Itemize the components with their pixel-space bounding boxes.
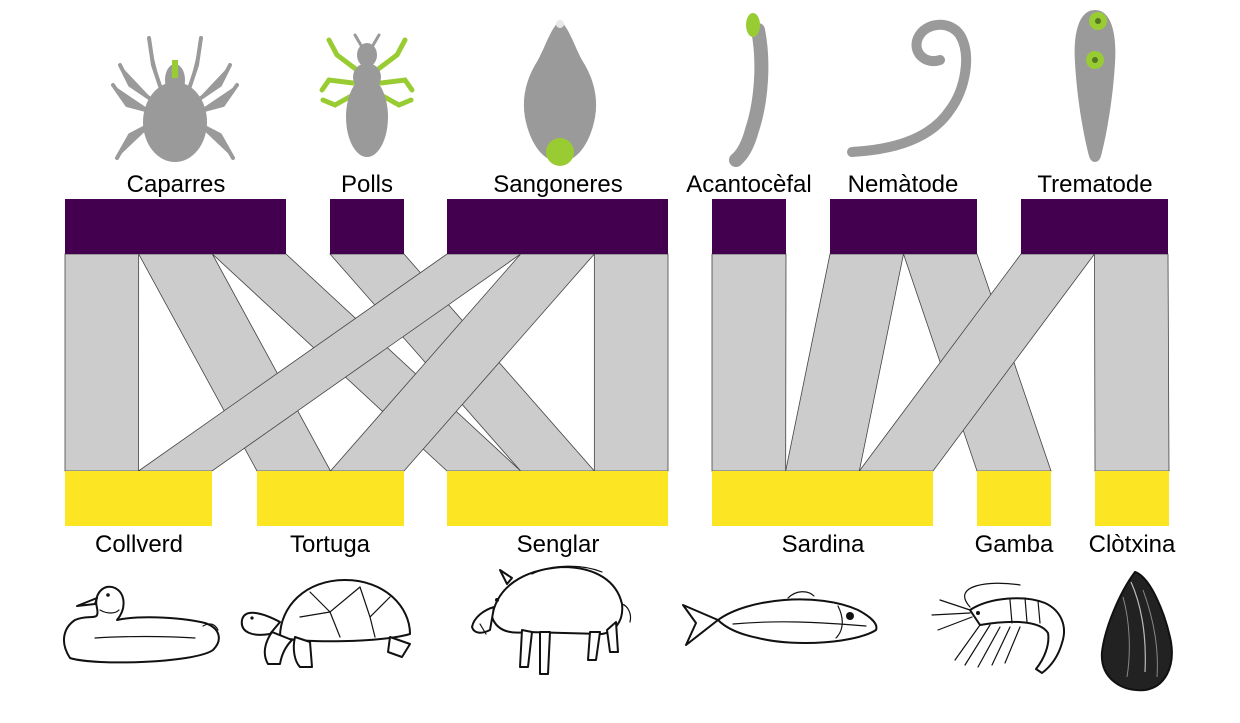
parasite-label: Polls	[341, 171, 393, 198]
duck-icon	[63, 585, 220, 664]
host-bar-senglar	[447, 471, 668, 526]
louse-icon	[319, 33, 415, 157]
tick-icon	[111, 36, 239, 162]
acanthocephalan-icon	[729, 13, 769, 167]
parasite-label: Acantocèfal	[686, 171, 811, 198]
turtle-icon	[240, 579, 411, 668]
parasite-bar-sangoneres	[447, 199, 668, 254]
host-label: Sardina	[782, 531, 865, 558]
host-label: Collverd	[95, 531, 183, 558]
host-bar-collverd	[65, 471, 212, 526]
mussel-icon	[1100, 570, 1173, 692]
parasite-bar-caparres	[65, 199, 286, 254]
host-bar-sardina	[712, 471, 933, 526]
parasite-label: Sangoneres	[493, 171, 622, 198]
links-layer	[64, 253, 1170, 472]
parasite-bars	[65, 199, 1168, 254]
host-label: Gamba	[975, 531, 1054, 558]
host-bars	[65, 471, 1169, 526]
link-acantocèfal-sardina	[711, 253, 787, 472]
leech-icon	[523, 20, 597, 166]
link-sangoneres-senglar	[593, 253, 669, 472]
parasite-label: Nemàtode	[848, 171, 959, 198]
host-bar-tortuga	[257, 471, 404, 526]
host-labels: Collverd Tortuga Senglar Sardina Gamba C…	[95, 531, 1176, 558]
host-label: Clòtxina	[1089, 531, 1176, 558]
parasite-bar-nematode	[830, 199, 977, 254]
link-caparres-collverd	[64, 253, 140, 472]
parasite-labels: Caparres Polls Sangoneres Acantocèfal Ne…	[127, 171, 1153, 198]
host-bar-gamba	[977, 471, 1051, 526]
boar-icon	[471, 565, 632, 675]
host-label: Tortuga	[290, 531, 371, 558]
parasite-bar-trematode	[1021, 199, 1168, 254]
host-label: Senglar	[517, 531, 600, 558]
trematode-icon	[1074, 10, 1116, 162]
shrimp-icon	[931, 582, 1065, 674]
parasite-bar-acantocefal	[712, 199, 786, 254]
host-bar-clotxina	[1095, 471, 1169, 526]
parasite-bar-polls	[330, 199, 404, 254]
link-trematode-clòtxina	[1094, 253, 1170, 472]
nematode-icon	[847, 19, 971, 157]
sardine-icon	[682, 591, 878, 646]
parasite-label: Trematode	[1037, 171, 1152, 198]
parasite-label: Caparres	[127, 171, 226, 198]
